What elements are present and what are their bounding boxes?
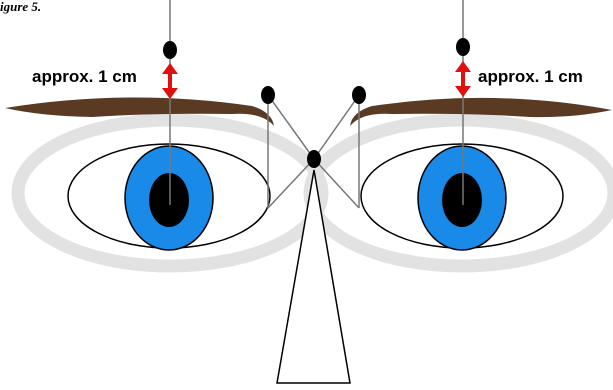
right-pupil — [442, 173, 482, 227]
nose-bridge-dot — [307, 150, 321, 168]
left-distance-arrow — [162, 63, 178, 99]
right-brow-marker-dot — [456, 38, 470, 56]
left-brow-marker-dot — [163, 41, 177, 59]
right-distance-arrow — [455, 61, 471, 97]
left-pupil — [149, 173, 189, 227]
nose — [277, 170, 350, 383]
right-distance-label: approx. 1 cm — [478, 67, 583, 86]
figure-title: igure 5. — [0, 0, 41, 14]
left-inner-marker-dot — [261, 86, 275, 104]
left-distance-label: approx. 1 cm — [32, 67, 137, 86]
right-eye — [361, 144, 563, 250]
right-inner-marker-dot — [352, 86, 366, 104]
left-eye — [68, 144, 270, 250]
